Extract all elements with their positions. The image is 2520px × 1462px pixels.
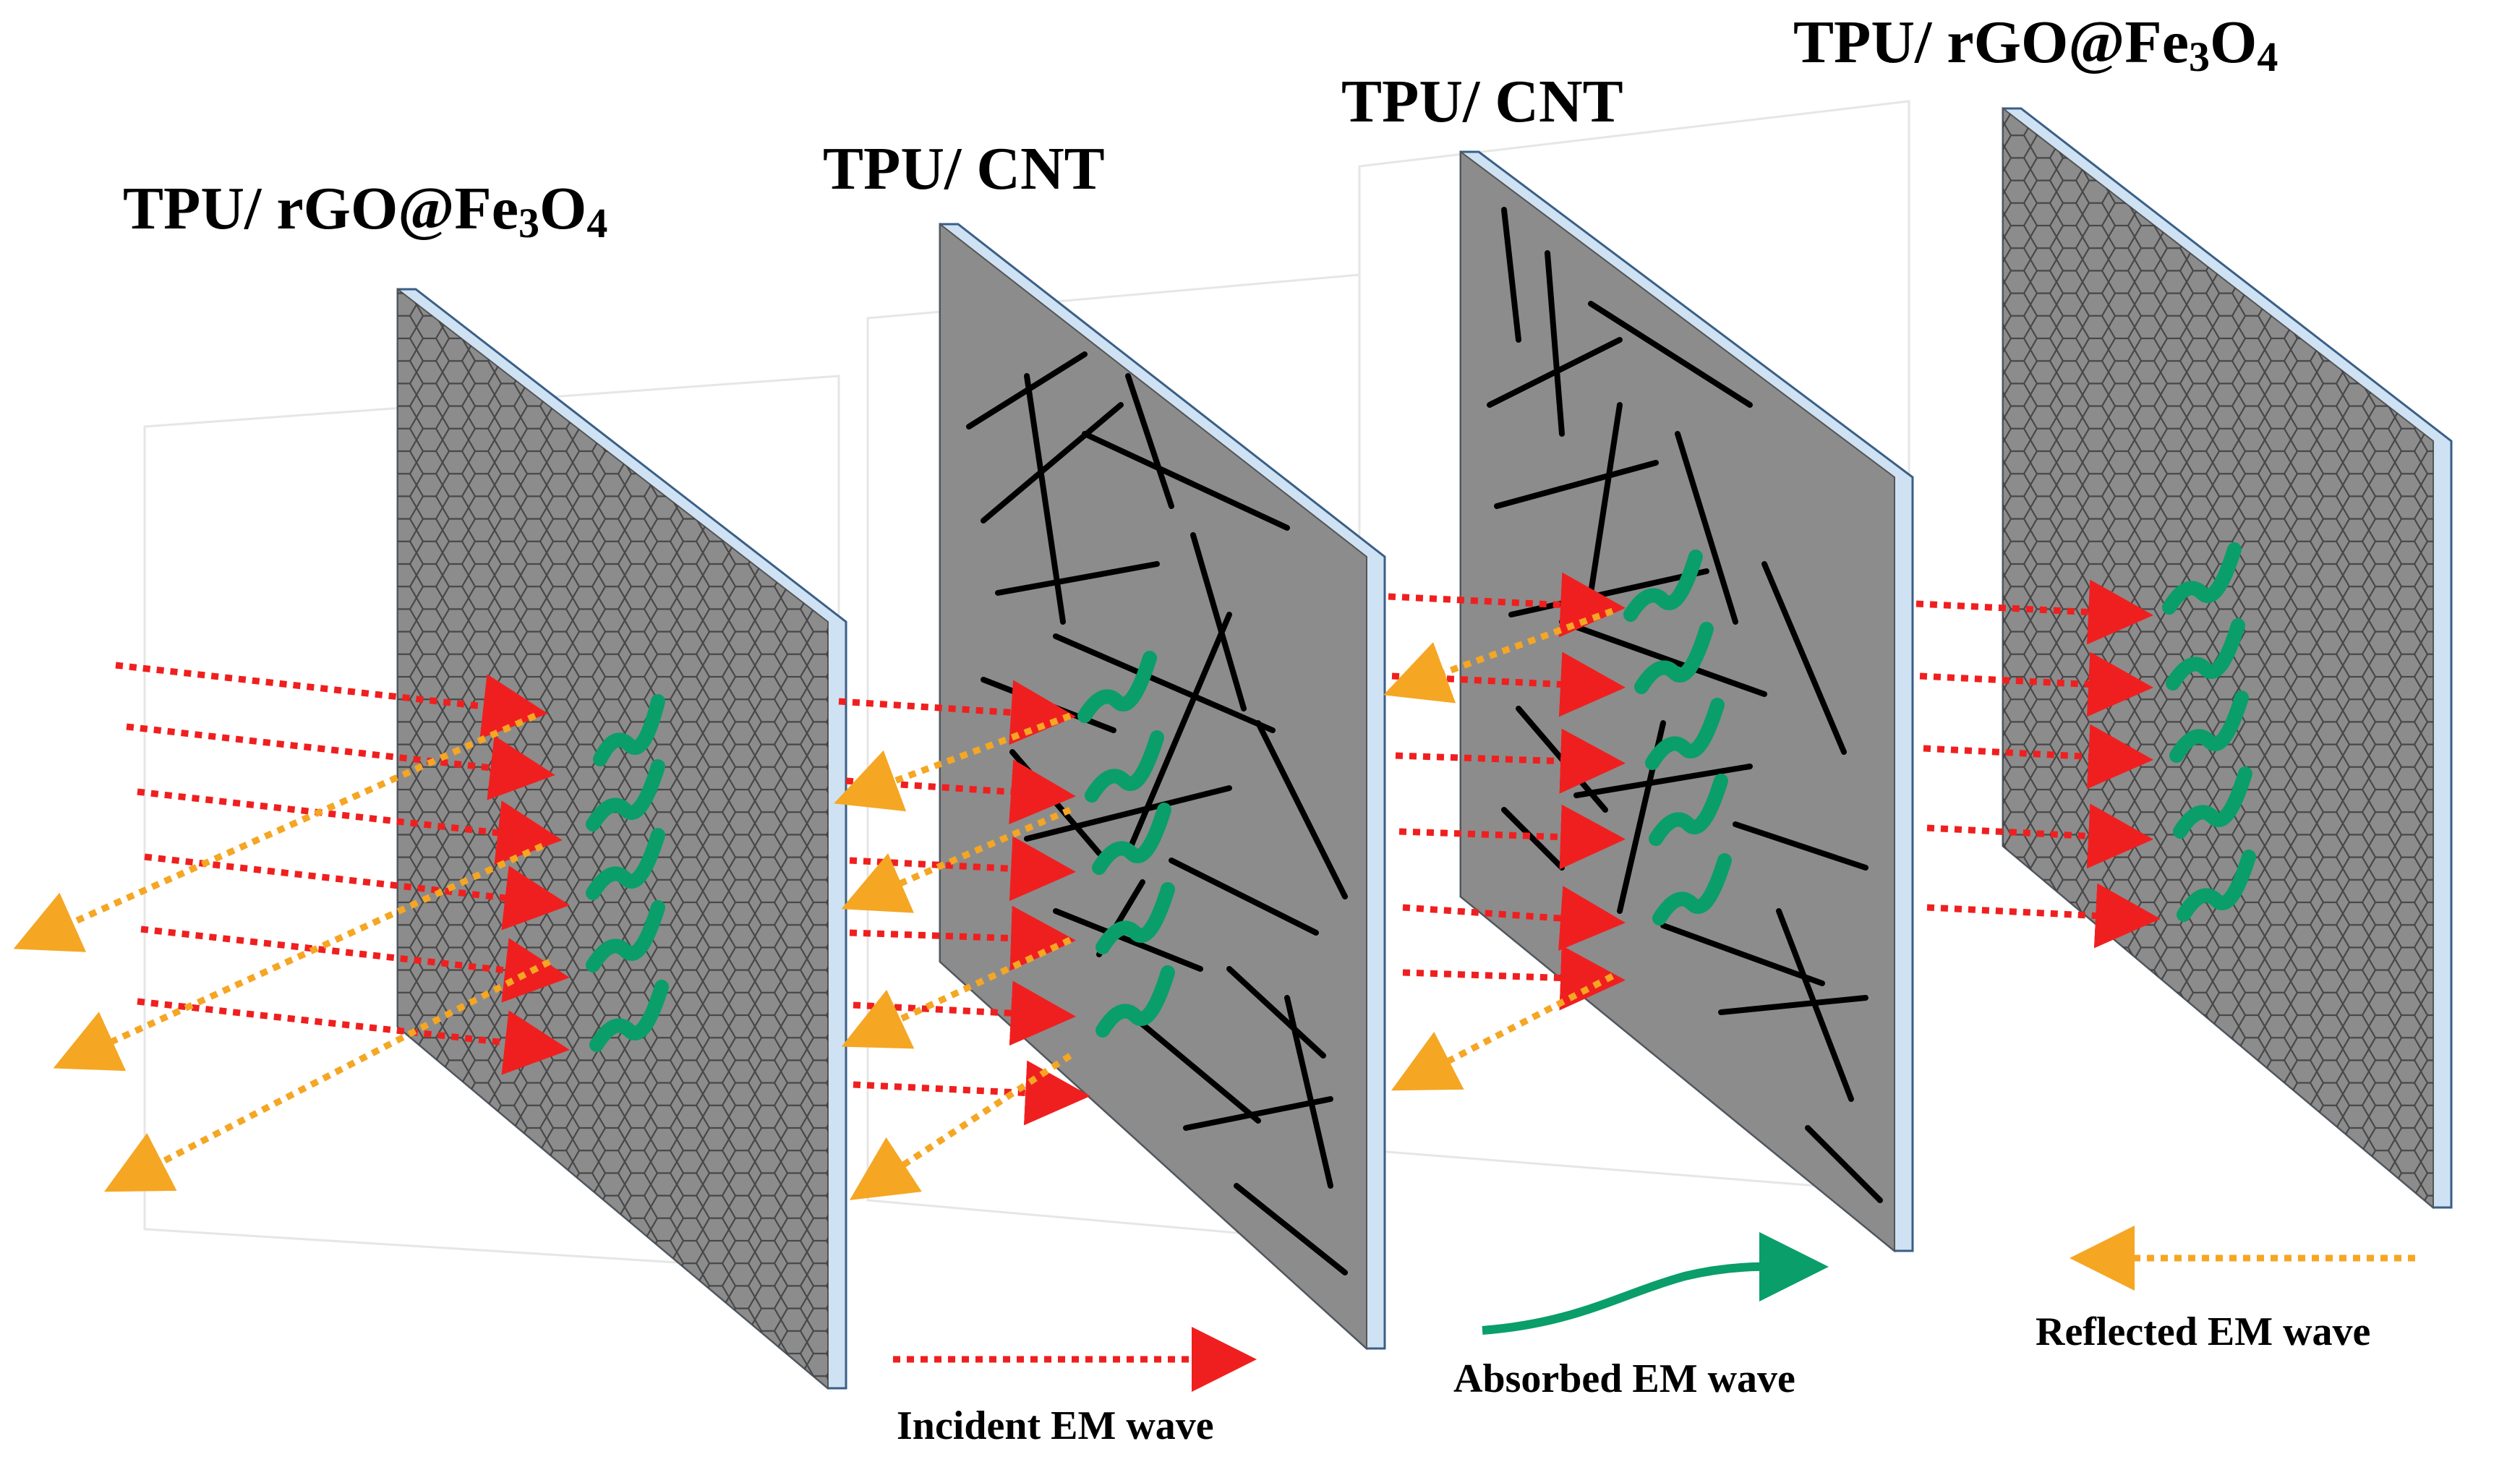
absorbed-wave	[1095, 965, 1175, 1038]
reflected-arrow	[13, 712, 537, 952]
incident-arrows	[115, 572, 2161, 1126]
incident-arrow	[126, 723, 555, 800]
absorbed-wave	[2177, 850, 2256, 922]
absorbed-wave	[1649, 774, 1728, 846]
incident-arrow	[1395, 728, 1626, 794]
panel-4-title: TPU/ rGO@Fe3O4	[1793, 9, 2278, 80]
absorbed-wave	[1645, 698, 1725, 770]
incident-arrow	[1926, 883, 2161, 949]
legend-absorbed-label: Absorbed EM wave	[1453, 1356, 1795, 1401]
panel-1	[396, 287, 847, 1390]
absorbed-wave	[586, 828, 665, 900]
absorbed-wave	[1634, 622, 1714, 694]
reflected-arrow	[841, 806, 1072, 913]
absorbed-waves	[586, 542, 2256, 1052]
panel-3-face	[1460, 150, 1895, 1253]
incident-arrow	[1915, 579, 2153, 645]
reflected-arrow	[1391, 973, 1615, 1091]
absorbed-wave	[1077, 651, 1157, 723]
panel-2	[939, 222, 1386, 1351]
absorbed-wave	[1092, 803, 1171, 875]
legend-reflected-label: Reflected EM wave	[2036, 1309, 2371, 1354]
absorbed-wave	[1095, 882, 1175, 954]
incident-arrow	[1388, 572, 1626, 638]
absorbed-wave	[589, 980, 669, 1052]
absorbed-wave	[2173, 766, 2252, 839]
absorbed-wave	[2162, 542, 2242, 615]
incident-arrow	[137, 998, 570, 1075]
absorbed-wave	[1652, 853, 1732, 925]
reflected-arrows	[13, 607, 1615, 1200]
reflected-arrow	[53, 842, 544, 1072]
panel-3-title: TPU/ CNT	[1341, 68, 1623, 135]
reflected-arrow	[841, 936, 1072, 1049]
reflected-arrow	[1383, 607, 1614, 704]
absorbed-wave	[1085, 730, 1164, 803]
absorbed-wave	[1623, 550, 1703, 622]
incident-arrow	[137, 788, 563, 865]
reflected-arrow	[849, 1053, 1072, 1200]
incident-arrow	[853, 1060, 1090, 1126]
panel-1-graphene	[398, 289, 828, 1388]
absorbed-wave	[2166, 618, 2245, 691]
panel-3	[1459, 150, 1914, 1253]
reflected-arrow	[834, 712, 1072, 812]
legend-incident-label: Incident EM wave	[897, 1403, 1214, 1448]
incident-arrow	[838, 680, 1076, 745]
absorbed-wave	[593, 694, 665, 766]
incident-arrow	[845, 759, 1076, 825]
absorbed-wave	[586, 759, 665, 832]
incident-arrow	[140, 925, 570, 1003]
incident-arrow	[1919, 651, 2153, 717]
incident-arrow	[115, 662, 548, 739]
absorbed-wave	[2169, 691, 2249, 763]
absorbed-wave	[586, 900, 665, 972]
panel-3-nanotubes	[1487, 207, 1883, 1203]
legend-absorbed-arrow	[1482, 1231, 1829, 1335]
incident-arrow	[1923, 724, 2153, 790]
panel-1-title: TPU/ rGO@Fe3O4	[123, 175, 608, 247]
incident-arrow	[144, 853, 570, 931]
legend-symbols	[893, 1226, 2415, 1392]
incident-arrow	[1391, 651, 1626, 717]
panel-2-title: TPU/ CNT	[823, 135, 1105, 202]
panel-2-nanotubes	[966, 351, 1348, 1275]
